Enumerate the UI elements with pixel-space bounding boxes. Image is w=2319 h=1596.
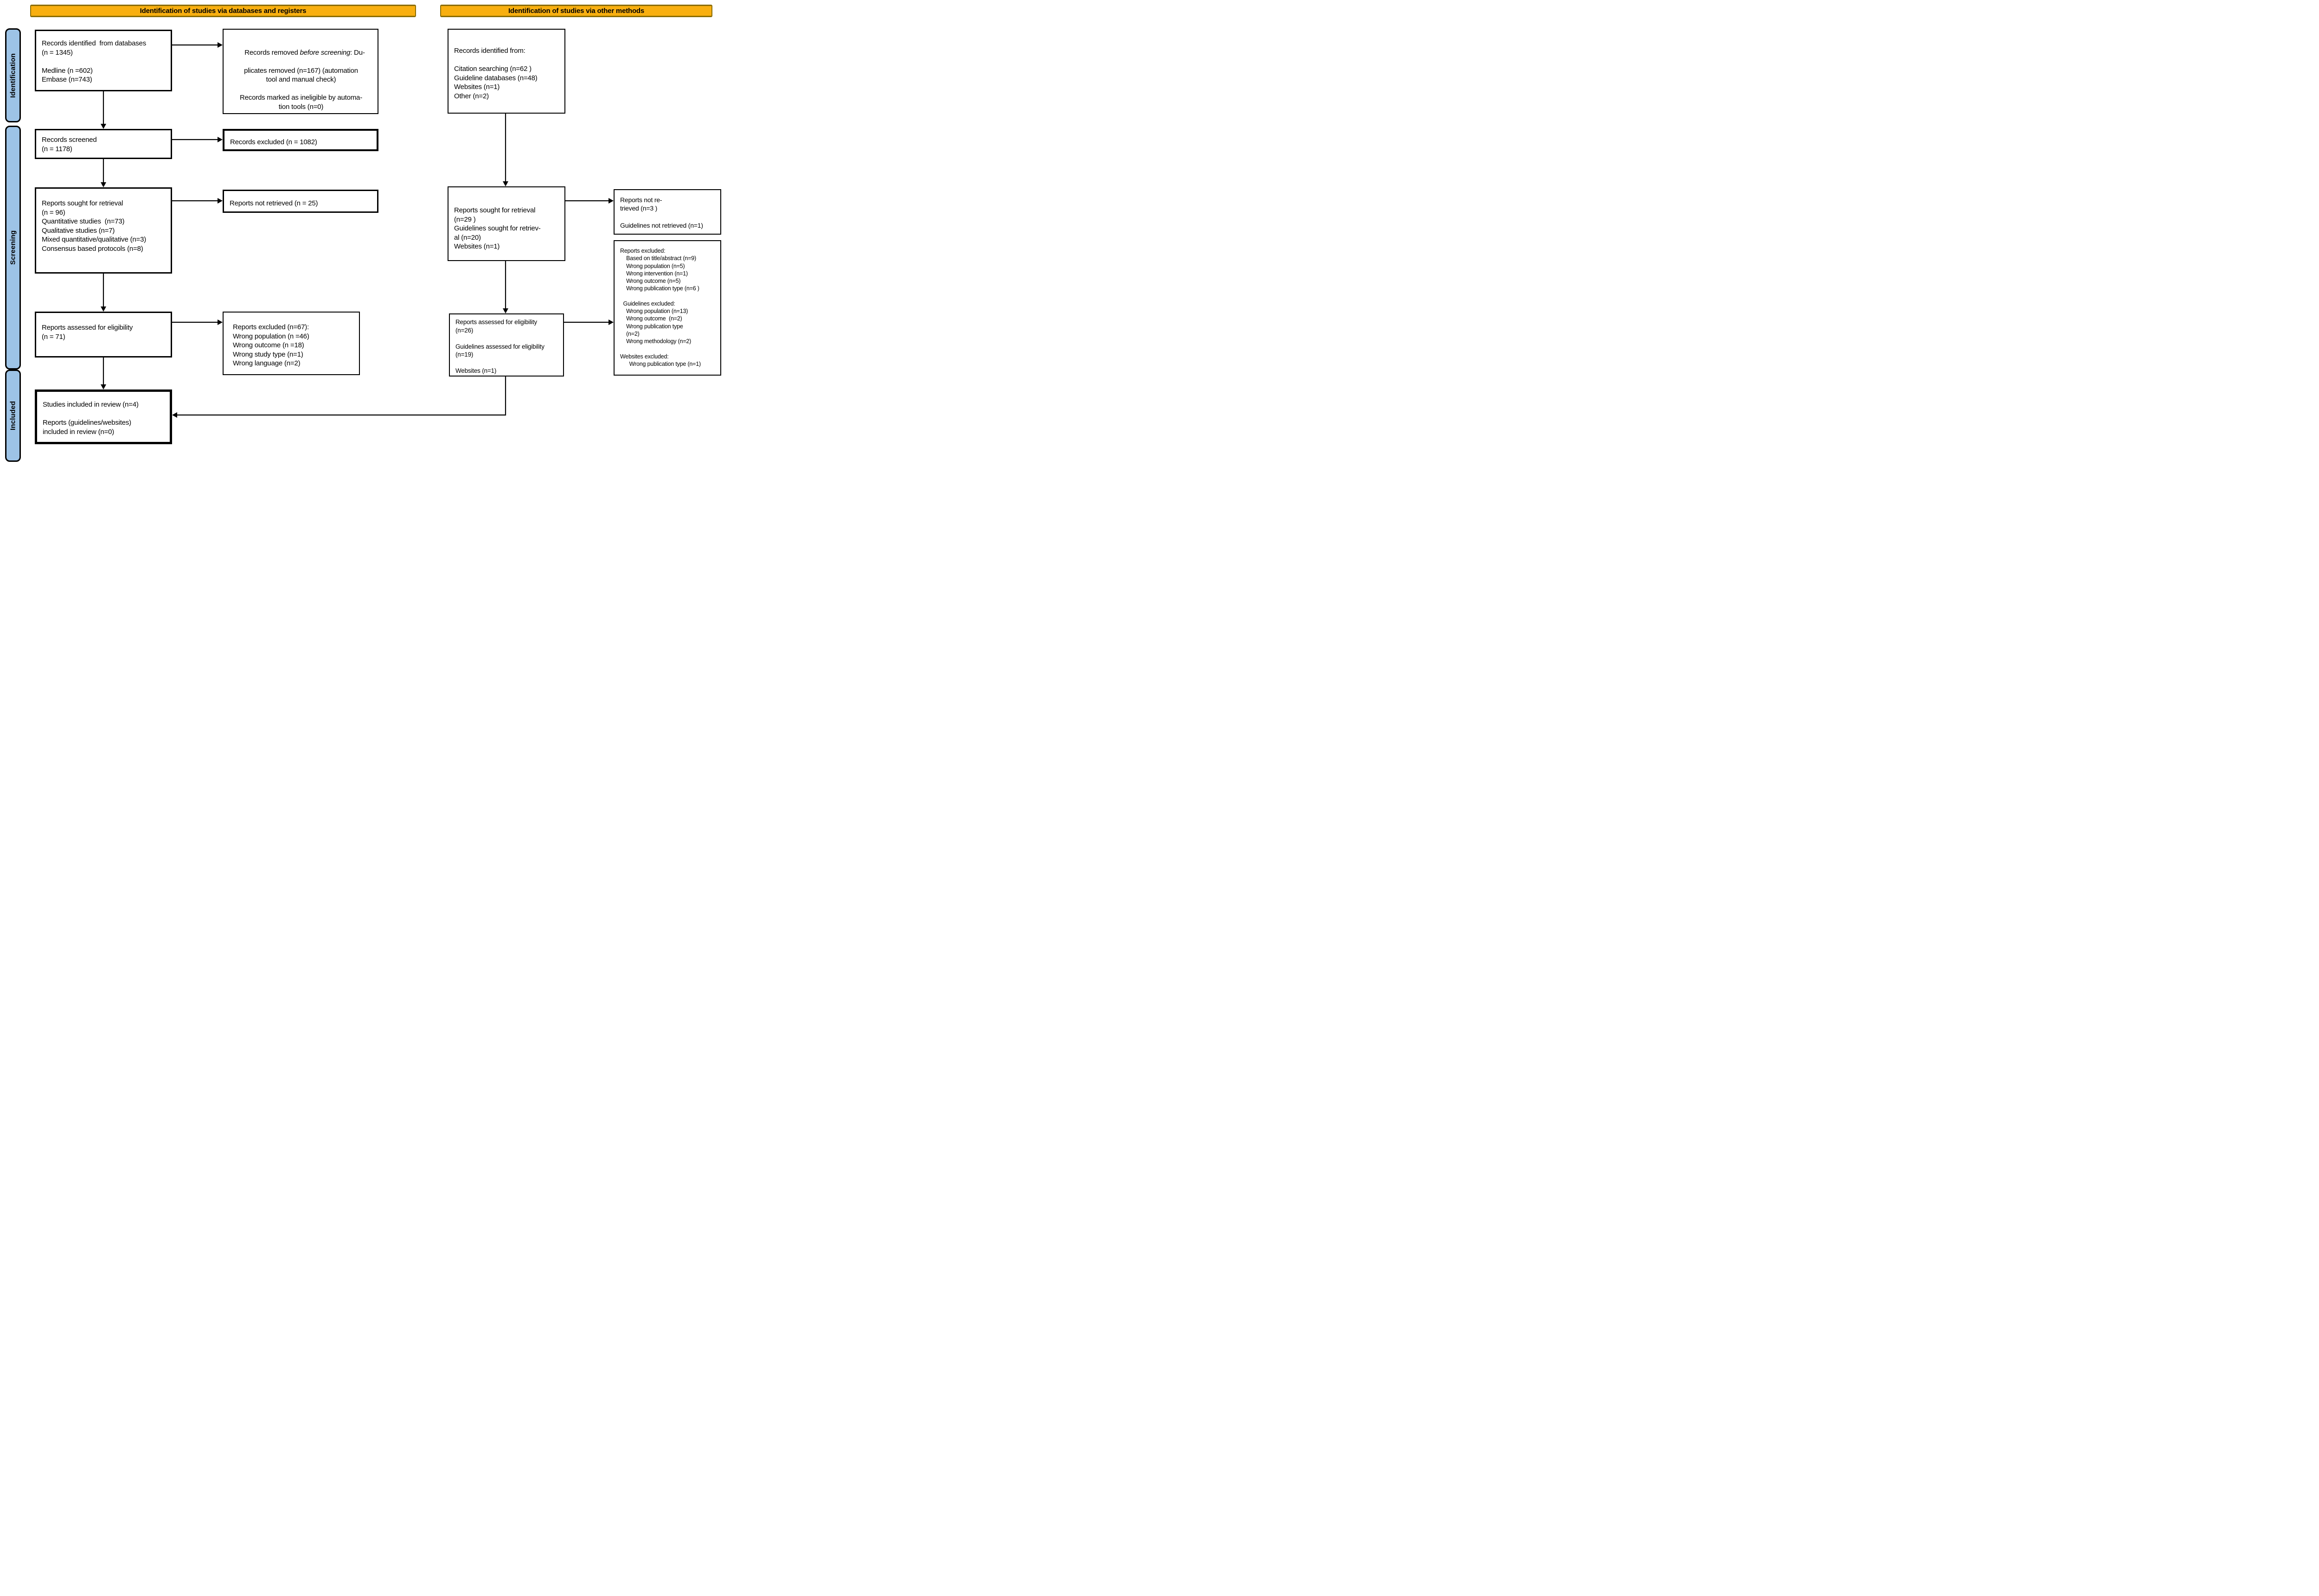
box-reports-assessed-other: Reports assessed for eligibility (n=26) … [449, 313, 564, 377]
arrowhead-sought-to-notretrieved [218, 198, 223, 204]
box-reports-sought-retrieval: Reports sought for retrieval (n = 96) Qu… [35, 187, 172, 274]
box-records-removed: Records removed before screening: Du- pl… [223, 29, 378, 114]
box-records-identified-other: Records identified from: Citation search… [448, 29, 565, 114]
records-removed-suffix: : Du- [350, 48, 365, 57]
arrowhead-identified-to-removed [218, 42, 223, 48]
header-other-methods: Identification of studies via other meth… [440, 5, 712, 17]
stage-label-included: Included [5, 370, 21, 462]
arrowhead-otheridentified-to-sought [503, 181, 508, 186]
records-removed-rest: plicates removed (n=167) (automation too… [240, 66, 362, 111]
header-databases-registers: Identification of studies via databases … [30, 5, 416, 17]
records-removed-italic: before screening [300, 48, 351, 57]
stage-label-screening: Screening [5, 126, 21, 370]
box-reports-excluded-other: Reports excluded: Based on title/abstrac… [614, 240, 721, 376]
arrowhead-identified-to-screened [101, 124, 106, 129]
arrowhead-otherassessed-to-included [172, 412, 177, 418]
box-reports-sought-other: Reports sought for retrieval (n=29 ) Gui… [448, 186, 565, 261]
box-reports-assessed-eligibility: Reports assessed for eligibility (n = 71… [35, 312, 172, 358]
box-records-excluded: Records excluded (n = 1082) [223, 129, 378, 151]
arrowhead-assessed-to-included [101, 384, 106, 389]
arrowhead-otherassessed-to-excluded [609, 319, 614, 325]
box-reports-excluded: Reports excluded (n=67): Wrong populatio… [223, 312, 360, 375]
arrowhead-screened-to-excluded [218, 137, 223, 142]
arrowhead-sought-to-assessed [101, 306, 106, 312]
stage-label-identification: Identification [5, 28, 21, 122]
records-removed-prefix: Records removed [244, 48, 300, 57]
arrowhead-assessed-to-excluded [218, 319, 223, 325]
arrowhead-othersought-to-assessed [503, 308, 508, 313]
box-reports-not-retrieved-other: Reports not re- trieved (n=3 ) Guideline… [614, 189, 721, 235]
box-studies-included: Studies included in review (n=4) Reports… [35, 389, 172, 444]
box-reports-not-retrieved: Reports not retrieved (n = 25) [223, 190, 378, 213]
arrowhead-othersought-to-notretrieved [609, 198, 614, 204]
box-records-identified-databases: Records identified from databases (n = 1… [35, 30, 172, 91]
arrow-otherassessed-to-included [177, 377, 506, 416]
prisma-flow-diagram: Identification of studies via databases … [0, 0, 726, 466]
arrowhead-screened-to-sought [101, 182, 106, 187]
box-records-screened: Records screened (n = 1178) [35, 129, 172, 159]
